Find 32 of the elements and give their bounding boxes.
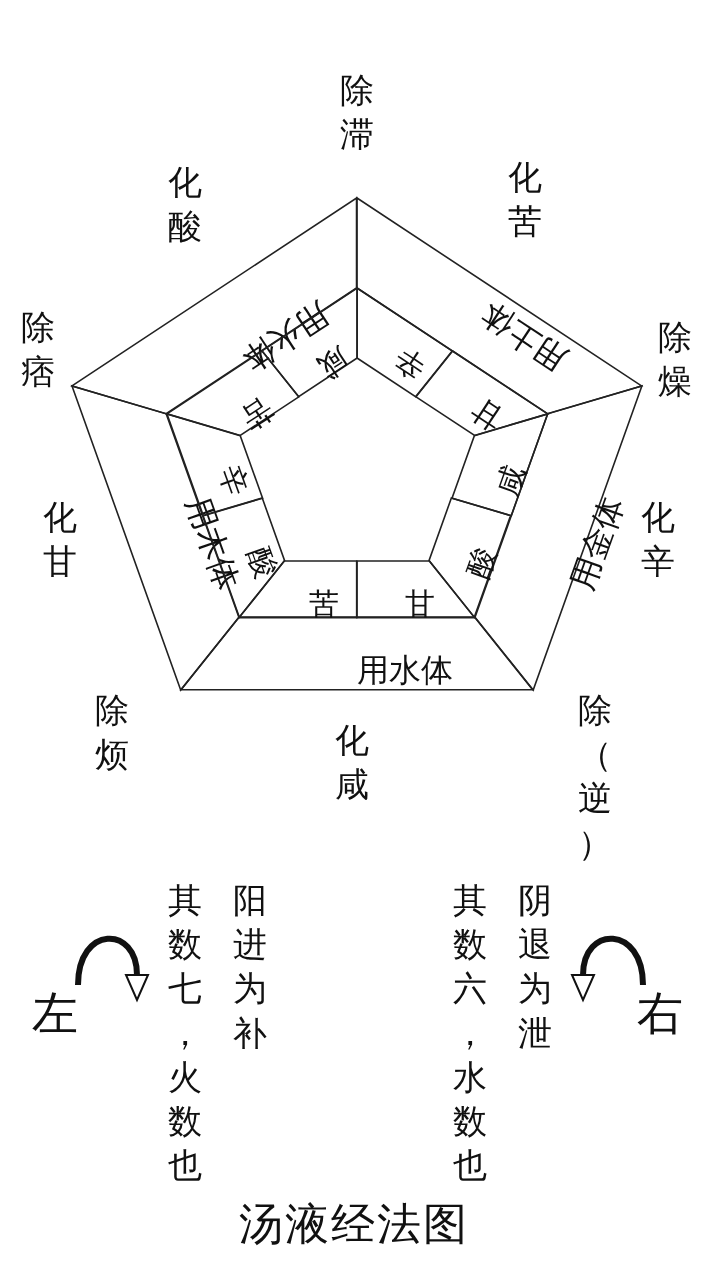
flavor-label: 咸 xyxy=(491,461,531,500)
segment-label: 用水体 xyxy=(357,653,453,686)
segment-label: 用金体 xyxy=(565,492,629,594)
direction-label: 右 xyxy=(637,990,683,1036)
flavor-label: 辛 xyxy=(213,461,253,500)
vertical-text: 阴退为泄 xyxy=(517,879,553,1055)
flavor-cell xyxy=(357,288,453,397)
vertical-text: 除（逆） xyxy=(577,689,613,865)
flavor-label: 甘 xyxy=(466,393,509,435)
vertical-text: 除痞 xyxy=(20,306,56,394)
vertical-text: 除烦 xyxy=(94,689,130,777)
flavor-label: 苦 xyxy=(309,588,340,619)
diagram-title: 汤液经法图 xyxy=(238,1197,470,1251)
ring-segment xyxy=(181,617,533,691)
flavor-label: 酸 xyxy=(243,543,282,582)
vertical-text: 化咸 xyxy=(334,719,370,807)
flavor-label: 辛 xyxy=(389,342,432,385)
vertical-text: 化苦 xyxy=(507,156,543,244)
flavor-label: 咸 xyxy=(312,342,355,385)
vertical-text: 除燥 xyxy=(657,316,693,404)
vertical-text: 除滞 xyxy=(339,69,375,157)
segment-label: 用土体 xyxy=(474,297,573,378)
vertical-text: 化酸 xyxy=(167,161,203,249)
vertical-text: 其数七，火数也 xyxy=(167,879,203,1188)
flavor-label: 甘 xyxy=(404,588,435,619)
vertical-text: 化甘 xyxy=(42,496,78,584)
flavor-label: 苦 xyxy=(235,393,278,435)
vertical-text: 其数六，水数也 xyxy=(452,879,488,1188)
vertical-text: 阳进为补 xyxy=(232,879,268,1055)
direction-label: 左 xyxy=(32,990,78,1036)
flavor-label: 酸 xyxy=(462,543,501,582)
vertical-text: 化辛 xyxy=(640,496,676,584)
